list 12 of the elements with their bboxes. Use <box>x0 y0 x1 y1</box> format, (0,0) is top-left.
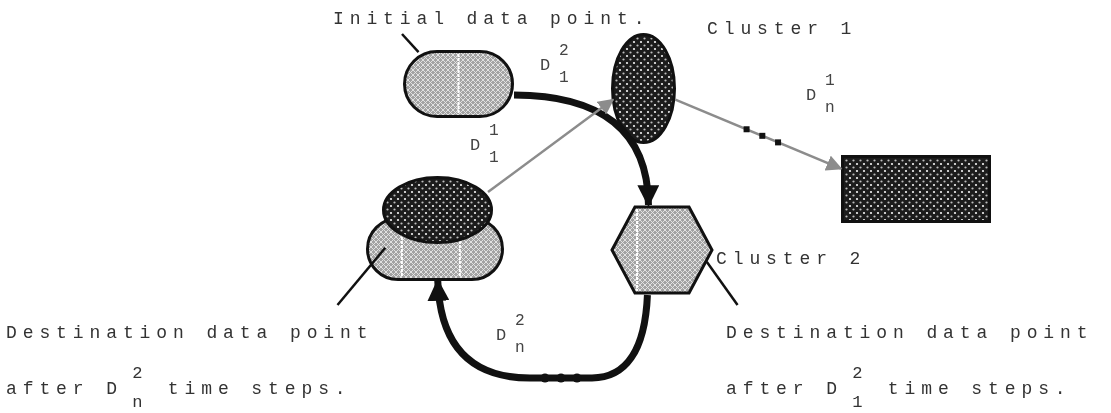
cluster-ellipse <box>382 176 493 244</box>
leader-line <box>336 246 387 306</box>
callout-text: Initial data point. <box>333 6 678 34</box>
cluster-hexagon <box>610 205 714 295</box>
arrow <box>487 98 615 193</box>
cluster-label: Cluster 2 <box>716 248 867 271</box>
cluster-rectangle <box>841 155 991 223</box>
cluster-label: Cluster 1 <box>707 18 858 41</box>
arrow <box>513 91 659 208</box>
cluster-ellipse <box>611 33 676 144</box>
leader-line <box>705 260 739 306</box>
arrow <box>674 98 843 171</box>
